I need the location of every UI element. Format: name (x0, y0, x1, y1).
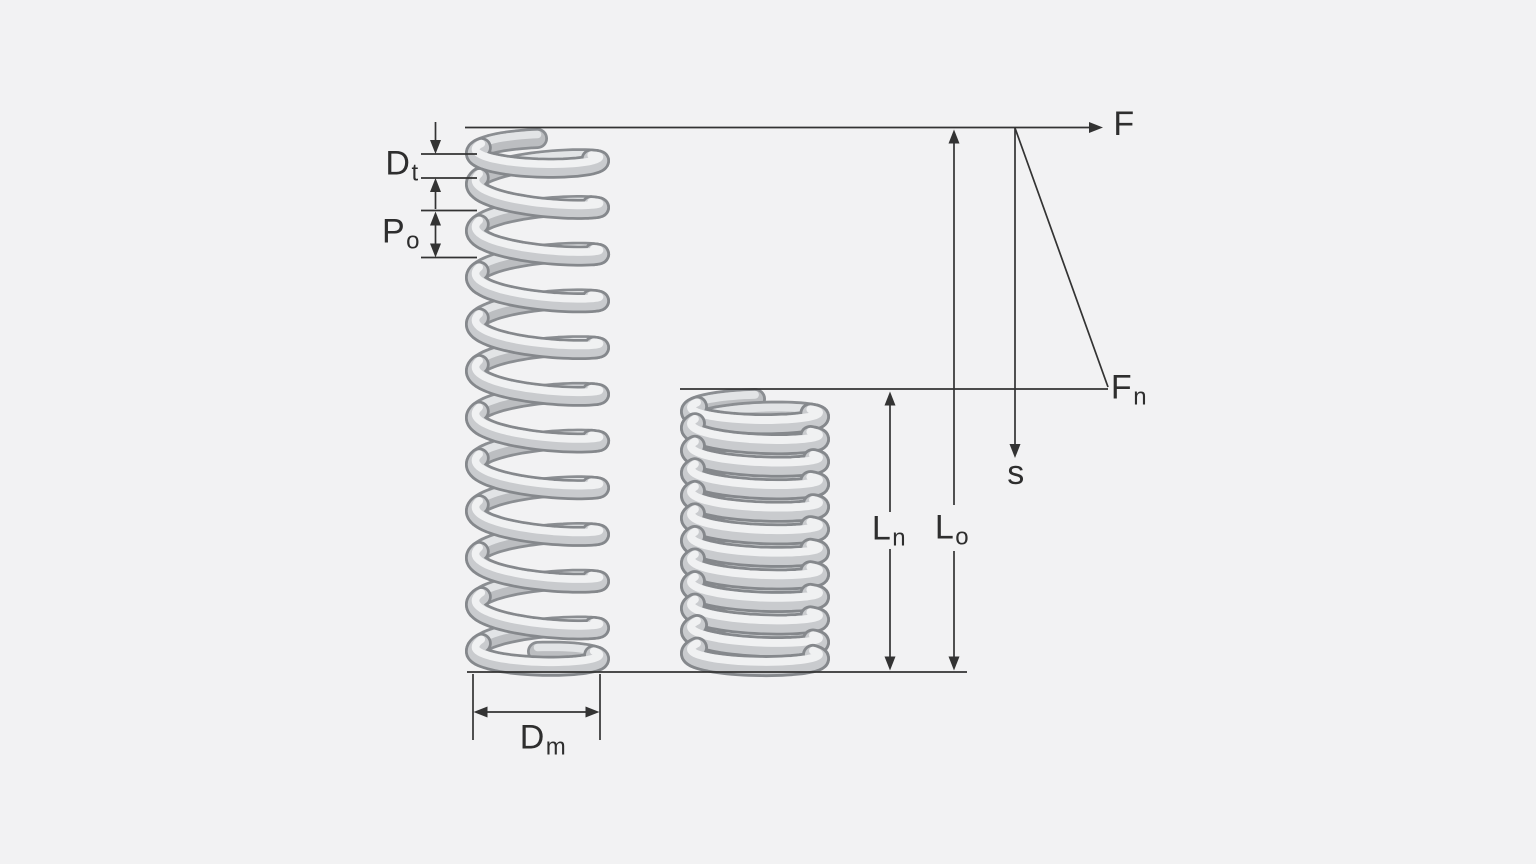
spring-coil-strand (687, 482, 823, 512)
spring-coil-strand (471, 403, 604, 443)
label-initial-pitch: Po (381, 212, 421, 255)
spring-coil-strand (471, 310, 604, 350)
label-wire-diameter: Dt (385, 144, 419, 187)
spring-coil-strand (687, 527, 823, 557)
spring-coil-strand (687, 616, 823, 647)
free-spring-illustration (465, 128, 610, 677)
label-mean-coil-diameter: Dm (519, 718, 567, 761)
spring-coil-strand (471, 588, 604, 630)
label-free-length: Lo (934, 508, 970, 551)
dimension-lines (421, 122, 1109, 740)
spring-coil-strand (471, 635, 604, 667)
spring-coil-strand (687, 639, 823, 666)
spring-coil-strand (687, 437, 823, 467)
spring-coil-strand (687, 550, 823, 580)
spring-coil-strand (471, 139, 604, 168)
spring-coil-strand (471, 450, 604, 490)
spring-coil-strand (471, 543, 604, 583)
spring-coil-strand (687, 415, 823, 444)
spring-coil-strand (471, 356, 604, 397)
compressed-spring-illustration (680, 388, 830, 678)
spring-coil-strand (471, 263, 604, 303)
spring-coil-strand (471, 497, 604, 537)
spring-coil-strand (471, 216, 604, 256)
spring-characteristic-line (1014, 127, 1109, 388)
label-force-axis: F (1113, 105, 1135, 143)
spring-coil-strand (687, 505, 823, 535)
spring-coil-strand (687, 460, 823, 490)
spring-coil-strand (687, 572, 823, 602)
label-deflection-axis: s (1007, 454, 1025, 492)
spring-coil-strand (687, 595, 823, 625)
label-loaded-length: Ln (871, 509, 907, 552)
spring-coil-strand (471, 169, 604, 210)
label-force-at-ln: Fn (1110, 368, 1148, 411)
spring-coil-strand (687, 398, 823, 424)
